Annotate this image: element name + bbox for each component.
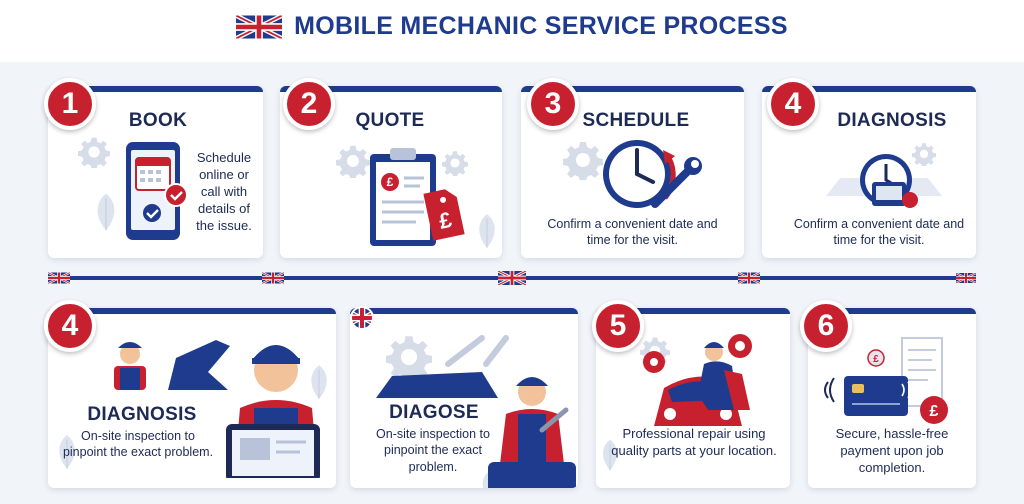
title-row: MOBILE MECHANIC SERVICE PROCESS [0, 12, 1024, 41]
phone-calendar-icon [126, 142, 188, 240]
step-card-diagose: DIAGOSE On-site inspection to pinpoint t… [350, 308, 578, 488]
step-description: On-site inspection to pinpoint the exact… [376, 427, 490, 474]
mechanic-repair-icon [643, 334, 752, 426]
step-title: BOOK [128, 110, 188, 131]
step-description: Confirm a convenient date and time for t… [547, 217, 718, 248]
step-number-badge: 4 [767, 78, 819, 130]
mechanic-car-icon [488, 377, 576, 488]
gear-icon [336, 144, 370, 178]
step-number-badge: 2 [283, 78, 335, 130]
step-description: Schedule online or call with details of … [196, 150, 252, 233]
step-description: Professional repair using quality parts … [611, 426, 777, 458]
page-header: MOBILE MECHANIC SERVICE PROCESS [0, 0, 1024, 62]
step-number-badge: 3 [527, 78, 579, 130]
step-number-badge: 4 [44, 300, 96, 352]
mechanic-car-hood-icon [114, 340, 230, 390]
mechanic-tablet-icon [226, 345, 320, 478]
step-title: DIAGOSE [389, 402, 479, 423]
car-hood-icon [376, 372, 498, 398]
step-card-repair: Professional repair using quality parts … [596, 308, 790, 488]
uk-flag-icon [738, 271, 760, 285]
step-number-badge: 5 [592, 300, 644, 352]
uk-flag-icon [236, 15, 282, 39]
tools-icon [445, 335, 509, 367]
svg-text:£: £ [387, 175, 394, 189]
step-number-badge: 6 [800, 300, 852, 352]
clock-diagnostic-icon [826, 154, 942, 208]
uk-flag-icon [262, 271, 284, 285]
step-title: QUOTE [355, 110, 425, 131]
step-description: Secure, hassle-free payment upon job com… [835, 426, 949, 475]
uk-flag-icon [48, 271, 70, 285]
step-card-diagnosis-onsite: DIAGNOSIS On-site inspection to pinpoint… [48, 308, 336, 488]
svg-text:£: £ [930, 403, 939, 420]
clipboard-price-tag-icon: £ £ [370, 148, 465, 246]
step-description: Confirm a convenient date and time for t… [793, 217, 965, 248]
step-title: SCHEDULE [582, 110, 690, 131]
clock-wrench-icon [603, 140, 702, 208]
page-title: MOBILE MECHANIC SERVICE PROCESS [294, 12, 788, 40]
step-title: DIAGNOSIS [87, 404, 197, 425]
leaf-icon [94, 192, 118, 232]
step-number-badge: 1 [44, 78, 96, 130]
step-description: On-site inspection to pinpoint the exact… [62, 429, 214, 460]
uk-flag-icon [498, 271, 526, 285]
uk-flag-badge-icon [350, 306, 374, 330]
svg-text:£: £ [873, 354, 879, 365]
step-title: DIAGNOSIS [837, 110, 947, 131]
gear-icon [78, 136, 110, 168]
step-card-book: BOOK Schedule online or call with detail… [48, 86, 263, 258]
leaf-icon [476, 212, 498, 250]
card-payment-icon: £ £ [824, 337, 948, 424]
uk-flag-icon [956, 271, 976, 285]
